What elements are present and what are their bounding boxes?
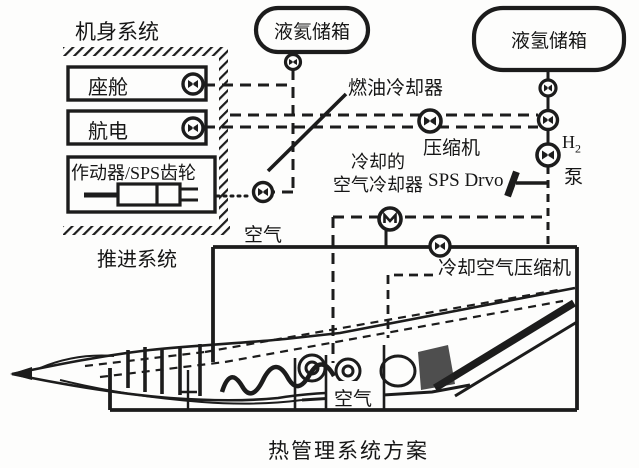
- sps-drive-label: SPS Drvo: [428, 170, 504, 191]
- actuator-label: 作动器/SPS齿轮: [71, 163, 197, 183]
- cockpit-port-valve-icon: [181, 72, 205, 96]
- valve-symbols: [181, 52, 561, 258]
- cooling-air-valve-icon: [428, 234, 452, 258]
- hatch-border-bottom: [63, 226, 230, 235]
- cooled-air-cooler-label: 冷却的 空气冷却器: [328, 151, 428, 197]
- compressor-valve-icon: [417, 108, 443, 134]
- h2-pump-icon: [535, 142, 561, 168]
- pump-label: 泵: [564, 167, 584, 188]
- helium-outlet-valve-icon: [283, 52, 303, 72]
- diagram-title: 热管理系统方案: [268, 439, 429, 463]
- hatch-border-top: [63, 47, 228, 56]
- fuselage-system-box: [63, 47, 230, 235]
- helium-tank-shape: [253, 5, 371, 55]
- cooled-air-cooler-line1: 冷却的: [351, 152, 405, 172]
- sps-pointer-mark: [504, 170, 520, 198]
- avionics-label: 航电: [88, 121, 128, 143]
- hydrogen-tank-label: 液氢储箱: [510, 30, 587, 52]
- cooling-air-compressor-label: 冷却空气压缩机: [438, 258, 572, 279]
- motor-cooler-icon: [377, 206, 403, 232]
- avionics-port-valve-icon: [181, 116, 205, 140]
- fuel-cooler-valve-icon: [251, 180, 275, 204]
- plumbing-lines: [204, 52, 550, 363]
- air-inlet-label: 空气: [244, 225, 283, 246]
- propulsion-system-label: 推进系统: [97, 249, 177, 271]
- air-bottom-label: 空气: [334, 389, 373, 410]
- helium-tank-label: 液氦储箱: [273, 21, 350, 43]
- compressor-label: 压缩机: [423, 138, 481, 159]
- fuel-cooler-label: 燃油冷却器: [348, 78, 444, 99]
- cooled-air-cooler-line2: 空气冷却器: [333, 175, 423, 195]
- hydrogen-line-valve-icon: [536, 108, 560, 132]
- h2-label: H2: [562, 132, 581, 156]
- cockpit-label: 座舱: [88, 77, 128, 99]
- fuselage-system-label: 机身系统: [75, 20, 159, 44]
- hatch-border-right: [219, 47, 228, 235]
- aircraft-sketch: [10, 286, 578, 410]
- actuator-icon: [84, 182, 198, 207]
- hydrogen-outlet-valve-icon: [538, 78, 558, 98]
